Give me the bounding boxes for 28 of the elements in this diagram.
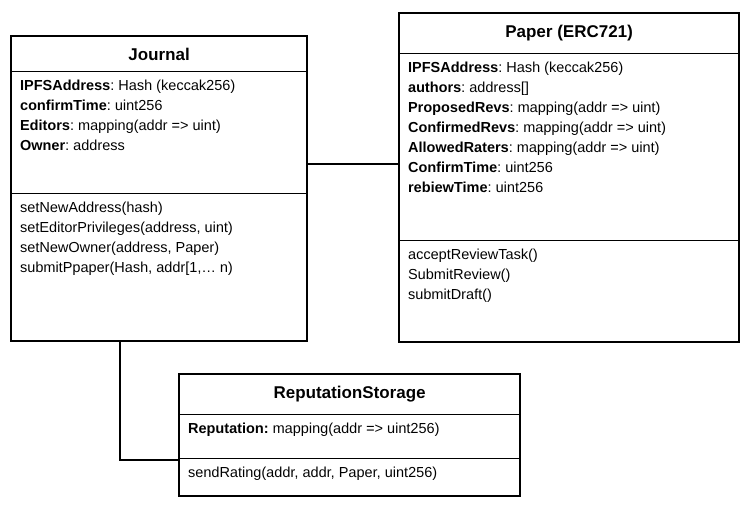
method-text: setNewOwner(address, Paper) xyxy=(20,239,220,258)
method-text: acceptReviewTask() xyxy=(408,246,539,265)
method-text: setEditorPrivileges(address, uint) xyxy=(20,219,234,238)
attribute-text: rebiewTime: uint256 xyxy=(408,179,544,198)
association-line xyxy=(119,342,178,461)
method-text: submitDraft() xyxy=(408,286,493,305)
class-box xyxy=(10,35,308,342)
attribute-text: ConfirmTime: uint256 xyxy=(408,159,554,178)
class-box xyxy=(398,12,740,343)
method-text: SubmitReview() xyxy=(408,266,512,285)
class-name: Journal xyxy=(127,44,191,65)
association-line xyxy=(308,163,398,165)
attribute-text: Editors: mapping(addr => uint) xyxy=(20,117,222,136)
attribute-text: confirmTime: uint256 xyxy=(20,97,164,116)
method-text: sendRating(addr, addr, Paper, uint256) xyxy=(188,464,438,483)
attribute-text: authors: address[] xyxy=(408,79,530,98)
attribute-text: Reputation: mapping(addr => uint256) xyxy=(188,420,440,439)
method-text: setNewAddress(hash) xyxy=(20,199,164,218)
class-box xyxy=(178,373,521,497)
attribute-text: ProposedRevs: mapping(addr => uint) xyxy=(408,99,662,118)
class-name: ReputationStorage xyxy=(272,382,427,403)
class-name: Paper (ERC721) xyxy=(504,21,634,42)
attribute-text: IPFSAddress: Hash (keccak256) xyxy=(20,77,236,96)
method-text: submitPpaper(Hash, addr[1,… n) xyxy=(20,259,234,278)
attribute-text: ConfirmedRevs: mapping(addr => uint) xyxy=(408,119,667,138)
attribute-text: AllowedRaters: mapping(addr => uint) xyxy=(408,139,660,158)
attribute-text: Owner: address xyxy=(20,137,126,156)
attribute-text: IPFSAddress: Hash (keccak256) xyxy=(408,59,624,78)
